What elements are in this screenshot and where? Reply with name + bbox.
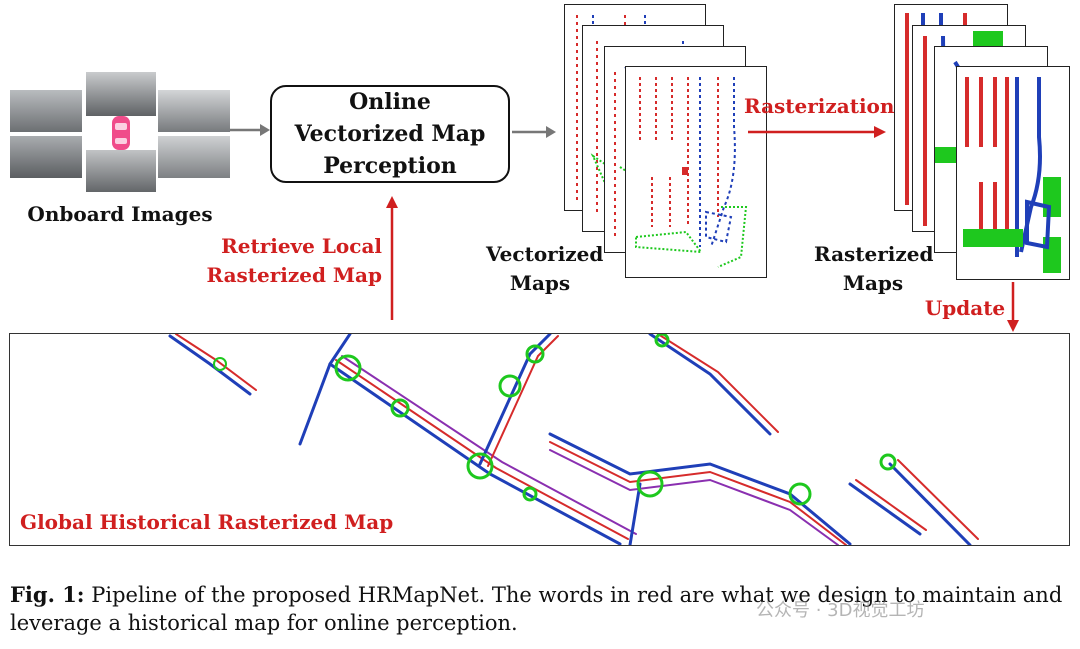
watermark: 公众号 · 3D视觉工坊 (756, 600, 925, 621)
camera-front-right (158, 90, 230, 132)
rasterized-maps-stack (890, 4, 1074, 280)
ego-car-icon (112, 116, 130, 150)
figure-caption: Fig. 1: Pipeline of the proposed HRMapNe… (10, 581, 1070, 637)
perception-box: Online Vectorized Map Perception (270, 85, 510, 183)
camera-front (86, 72, 156, 116)
camera-back-left (10, 136, 82, 178)
arrow-update (1007, 282, 1019, 332)
retrieve-label: Retrieve Local Rasterized Map (206, 234, 382, 287)
onboard-images (10, 70, 230, 192)
perception-box-label: Online Vectorized Map Perception (294, 89, 486, 179)
rasterized-maps-label: Rasterized Maps (814, 242, 934, 295)
caption-prefix: Fig. 1: (10, 582, 85, 607)
global-map-roads (168, 334, 979, 545)
raster-map-front (956, 66, 1070, 280)
arrow-rasterization (748, 126, 886, 138)
camera-front-left (10, 90, 82, 132)
arrow-perception-to-vectorized (512, 126, 556, 138)
vector-map-front (625, 66, 767, 278)
vectorized-maps-stack (560, 4, 770, 279)
rasterization-label: Rasterization (744, 94, 895, 118)
global-map-label: Global Historical Rasterized Map (20, 510, 394, 534)
global-historical-map: Global Historical Rasterized Map (9, 333, 1070, 546)
vectorized-maps-label: Vectorized Maps (486, 242, 604, 295)
camera-back-right (158, 136, 230, 178)
caption-text: Pipeline of the proposed HRMapNet. The w… (10, 583, 1063, 635)
update-label: Update (924, 296, 1006, 320)
arrow-images-to-perception (230, 124, 270, 136)
camera-back (86, 150, 156, 192)
arrow-retrieve (386, 196, 398, 320)
onboard-images-label: Onboard Images (27, 202, 213, 226)
